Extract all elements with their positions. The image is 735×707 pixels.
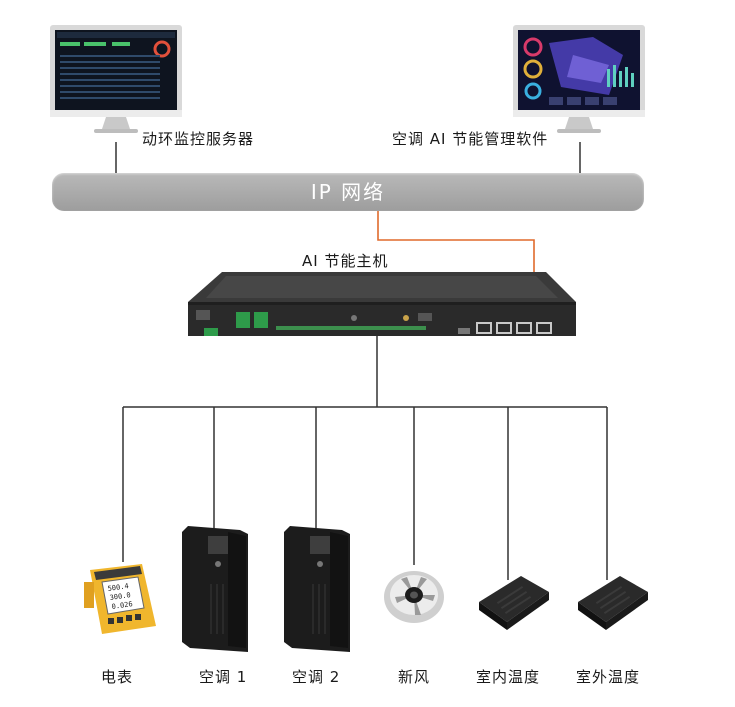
meter-reading-2: 300.0 (109, 591, 131, 602)
power-button-icon (196, 310, 210, 320)
ip-network-bar: IP 网络 (52, 173, 644, 211)
indoor-temp-sensor-device (479, 576, 549, 630)
device-label-outdoor-temp: 室外温度 (576, 668, 641, 686)
monitor-server-label: 动环监控服务器 (142, 130, 255, 148)
ethernet-ports-icon (476, 322, 552, 334)
device-label-fresh-air: 新风 (398, 668, 431, 686)
ai-host-device (188, 272, 576, 336)
ai-software-label: 空调 AI 节能管理软件 (392, 130, 549, 148)
meter-reading-1: 500.4 (107, 582, 129, 593)
device-label-meter: 电表 (101, 668, 134, 686)
fresh-air-fan-device (384, 571, 444, 623)
device-label-ac1: 空调 1 (199, 668, 248, 686)
power-meter-device: 500.4 300.0 0.026 (84, 564, 156, 634)
usb-port-icon (458, 328, 470, 334)
ai-software-display (513, 25, 645, 133)
ac-unit-1-device (182, 526, 248, 652)
ai-host-label: AI 节能主机 (302, 252, 389, 270)
meter-reading-3: 0.026 (111, 600, 133, 611)
green-terminal-block-icon (236, 312, 250, 328)
outdoor-temp-sensor-device (578, 576, 648, 630)
green-terminal-block-icon (254, 312, 268, 328)
ip-network-label: IP 网络 (310, 180, 386, 204)
monitor-server-display (50, 25, 182, 133)
ac-unit-2-device (284, 526, 350, 652)
device-label-indoor-temp: 室内温度 (476, 668, 541, 686)
device-label-ac2: 空调 2 (292, 668, 341, 686)
antenna-port-icon (403, 315, 409, 321)
